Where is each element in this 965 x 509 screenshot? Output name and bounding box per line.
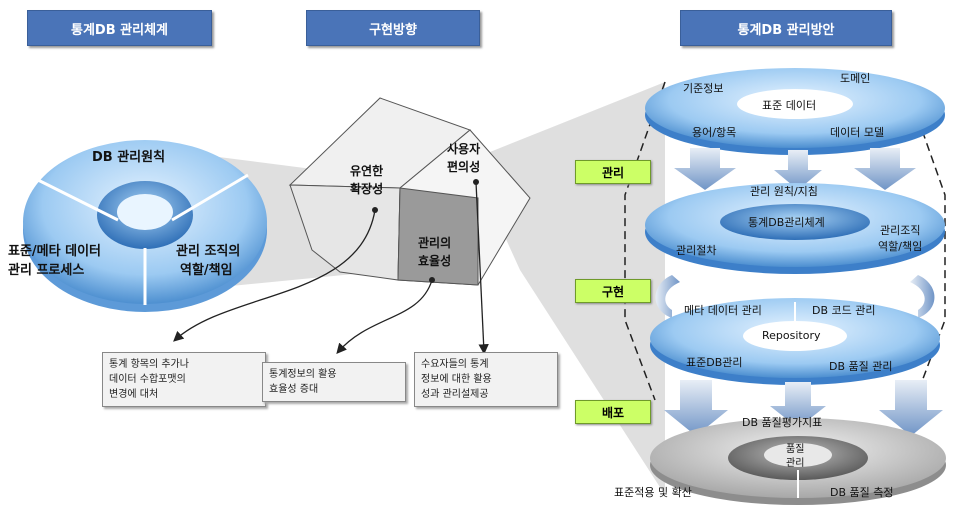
connector-2	[336, 279, 433, 354]
note2-line2: 효율성 증대	[269, 384, 319, 395]
disk3-bottom-right-label: DB 품질 관리	[829, 360, 893, 373]
note1-line1: 통계 항목의 추가나	[109, 359, 189, 370]
disk1-top-left-label: 기준정보	[683, 82, 724, 95]
cube-face1-line1: 유연한	[350, 164, 384, 178]
connector-3	[475, 181, 489, 355]
wheel-left-label-1: 표준/메타 데이터	[8, 244, 101, 259]
note-flexibility: 통계 항목의 추가나 데이터 수합포맷의 변경에 대처	[102, 352, 266, 407]
disk2-left-label: 관리절차	[676, 244, 717, 257]
disk2-right-label-1: 관리조직	[880, 224, 921, 237]
cube-face1-line2: 확장성	[350, 182, 384, 196]
down-arrow-4	[664, 380, 728, 436]
note-efficiency: 통계정보의 활용 효율성 증대	[262, 362, 406, 402]
header-center: 구현방향	[306, 10, 480, 46]
disk4-top-label: DB 품질평가지표	[742, 416, 823, 429]
cube-face3-line1: 관리의	[418, 236, 452, 250]
wheel-left-label-2: 관리 프로세스	[8, 263, 85, 278]
right-dashed-bracket	[624, 81, 946, 401]
disk2-center-label: 통계DB관리체계	[748, 216, 825, 229]
disk3-bottom-left-label: 표준DB관리	[686, 356, 743, 369]
cube-face2-line1: 사용자	[447, 142, 481, 156]
disk3-center-label: Repository	[762, 329, 821, 342]
stage-deploy: 배포	[575, 400, 651, 424]
note1-line3: 변경에 대처	[109, 389, 159, 400]
side-arrow-left	[655, 275, 680, 318]
down-arrow-3	[854, 148, 916, 190]
note3-line2: 정보에 대한 활용	[421, 374, 492, 385]
side-arrow-right	[910, 275, 935, 318]
wheel-right-label-2: 역할/책임	[180, 263, 233, 278]
note3-line3: 성과 관리설제공	[421, 389, 489, 400]
disk4-bottom-right-label: DB 품질 측정	[830, 486, 894, 499]
disk4-bottom-left-label: 표준적용 및 확산	[614, 486, 692, 499]
disk-standard-data	[645, 68, 945, 155]
disk4-center-label-2: 관리	[786, 458, 805, 469]
disk-repository	[650, 298, 940, 385]
disk3-top-left-label: 메타 데이터 관리	[684, 304, 762, 317]
disk-management-system	[645, 183, 945, 274]
header-left: 통계DB 관리체계	[27, 10, 212, 46]
disk1-top-right-label: 도메인	[840, 72, 871, 85]
disk2-right-label-2: 역할/책임	[878, 240, 923, 253]
cube-face2-line2: 편의성	[447, 160, 481, 174]
stage-implement: 구현	[575, 279, 651, 303]
connector-1	[173, 209, 376, 342]
down-arrow-5	[770, 382, 826, 428]
left-wheel	[23, 140, 267, 312]
disk1-bottom-right-label: 데이터 모델	[830, 126, 885, 139]
down-arrow-6	[879, 380, 943, 436]
disk2-top-label: 관리 원칙/지침	[750, 185, 818, 198]
note2-line1: 통계정보의 활용	[269, 369, 337, 380]
note3-line1: 수요자들의 통계	[421, 359, 489, 370]
note-usability: 수요자들의 통계 정보에 대한 활용 성과 관리설제공	[414, 352, 558, 407]
wheel-top-label: DB 관리원칙	[92, 150, 166, 165]
wheel-right-label-1: 관리 조직의	[176, 244, 241, 259]
stage-manage: 관리	[575, 160, 651, 184]
down-arrow-1	[674, 148, 736, 190]
note1-line2: 데이터 수합포맷의	[109, 374, 186, 385]
header-right: 통계DB 관리방안	[680, 10, 892, 46]
center-cube	[288, 97, 531, 286]
cube-face3-line2: 효율성	[418, 254, 452, 268]
disk-quality	[650, 418, 946, 505]
disk1-center-label: 표준 데이터	[762, 99, 817, 112]
disk3-top-right-label: DB 코드 관리	[812, 304, 876, 317]
disk1-bottom-left-label: 용어/항목	[692, 126, 737, 139]
disk4-center-label-1: 품질	[786, 444, 805, 455]
down-arrow-2	[774, 150, 822, 190]
